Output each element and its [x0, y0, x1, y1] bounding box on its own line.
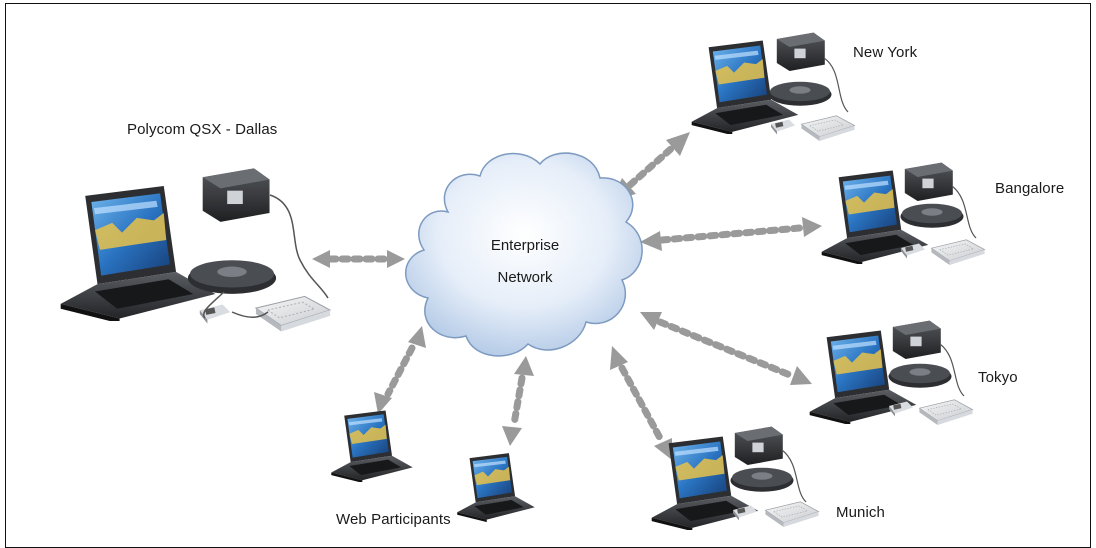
connector-bangalore — [640, 217, 822, 251]
server-box-icon — [734, 426, 783, 465]
label-new-york: New York — [853, 44, 918, 61]
cloud-label-line1: Enterprise — [491, 237, 559, 254]
site-tokyo — [809, 320, 973, 426]
label-dallas: Polycom QSX - Dallas — [127, 121, 278, 138]
label-web-participants: Web Participants — [336, 511, 451, 528]
adapter-icon — [771, 119, 795, 135]
speaker-pad-icon — [801, 115, 855, 142]
site-bangalore — [821, 162, 985, 266]
label-tokyo: Tokyo — [978, 369, 1018, 386]
connector-tokyo — [640, 312, 812, 385]
connector-web-center — [502, 356, 534, 446]
site-new-york — [691, 32, 855, 142]
speaker-pad-icon — [765, 501, 819, 528]
server-box-icon — [904, 162, 953, 201]
site-munich — [651, 426, 819, 530]
connector-web-left — [374, 326, 426, 414]
speaker-pad-icon — [931, 239, 985, 266]
speaker-pad-icon — [919, 399, 973, 426]
laptop-icon — [331, 410, 413, 482]
conference-phone-icon — [888, 363, 952, 388]
laptop-icon — [457, 453, 535, 522]
server-box-icon — [776, 32, 825, 71]
laptop-icon — [60, 186, 216, 321]
enterprise-network-cloud: Enterprise Network — [405, 152, 643, 357]
site-dallas — [60, 168, 331, 333]
conference-phone-icon — [768, 81, 832, 106]
label-bangalore: Bangalore — [995, 180, 1065, 197]
conference-phone-icon — [187, 260, 277, 294]
connector-dallas — [312, 250, 405, 268]
label-munich: Munich — [836, 504, 885, 521]
server-box-icon — [892, 320, 941, 359]
cloud-label-line2: Network — [497, 269, 553, 286]
conference-phone-icon — [900, 203, 964, 228]
server-box-icon — [202, 168, 270, 222]
connector-munich — [610, 346, 672, 460]
speaker-pad-icon — [255, 295, 331, 333]
conference-phone-icon — [730, 467, 794, 492]
